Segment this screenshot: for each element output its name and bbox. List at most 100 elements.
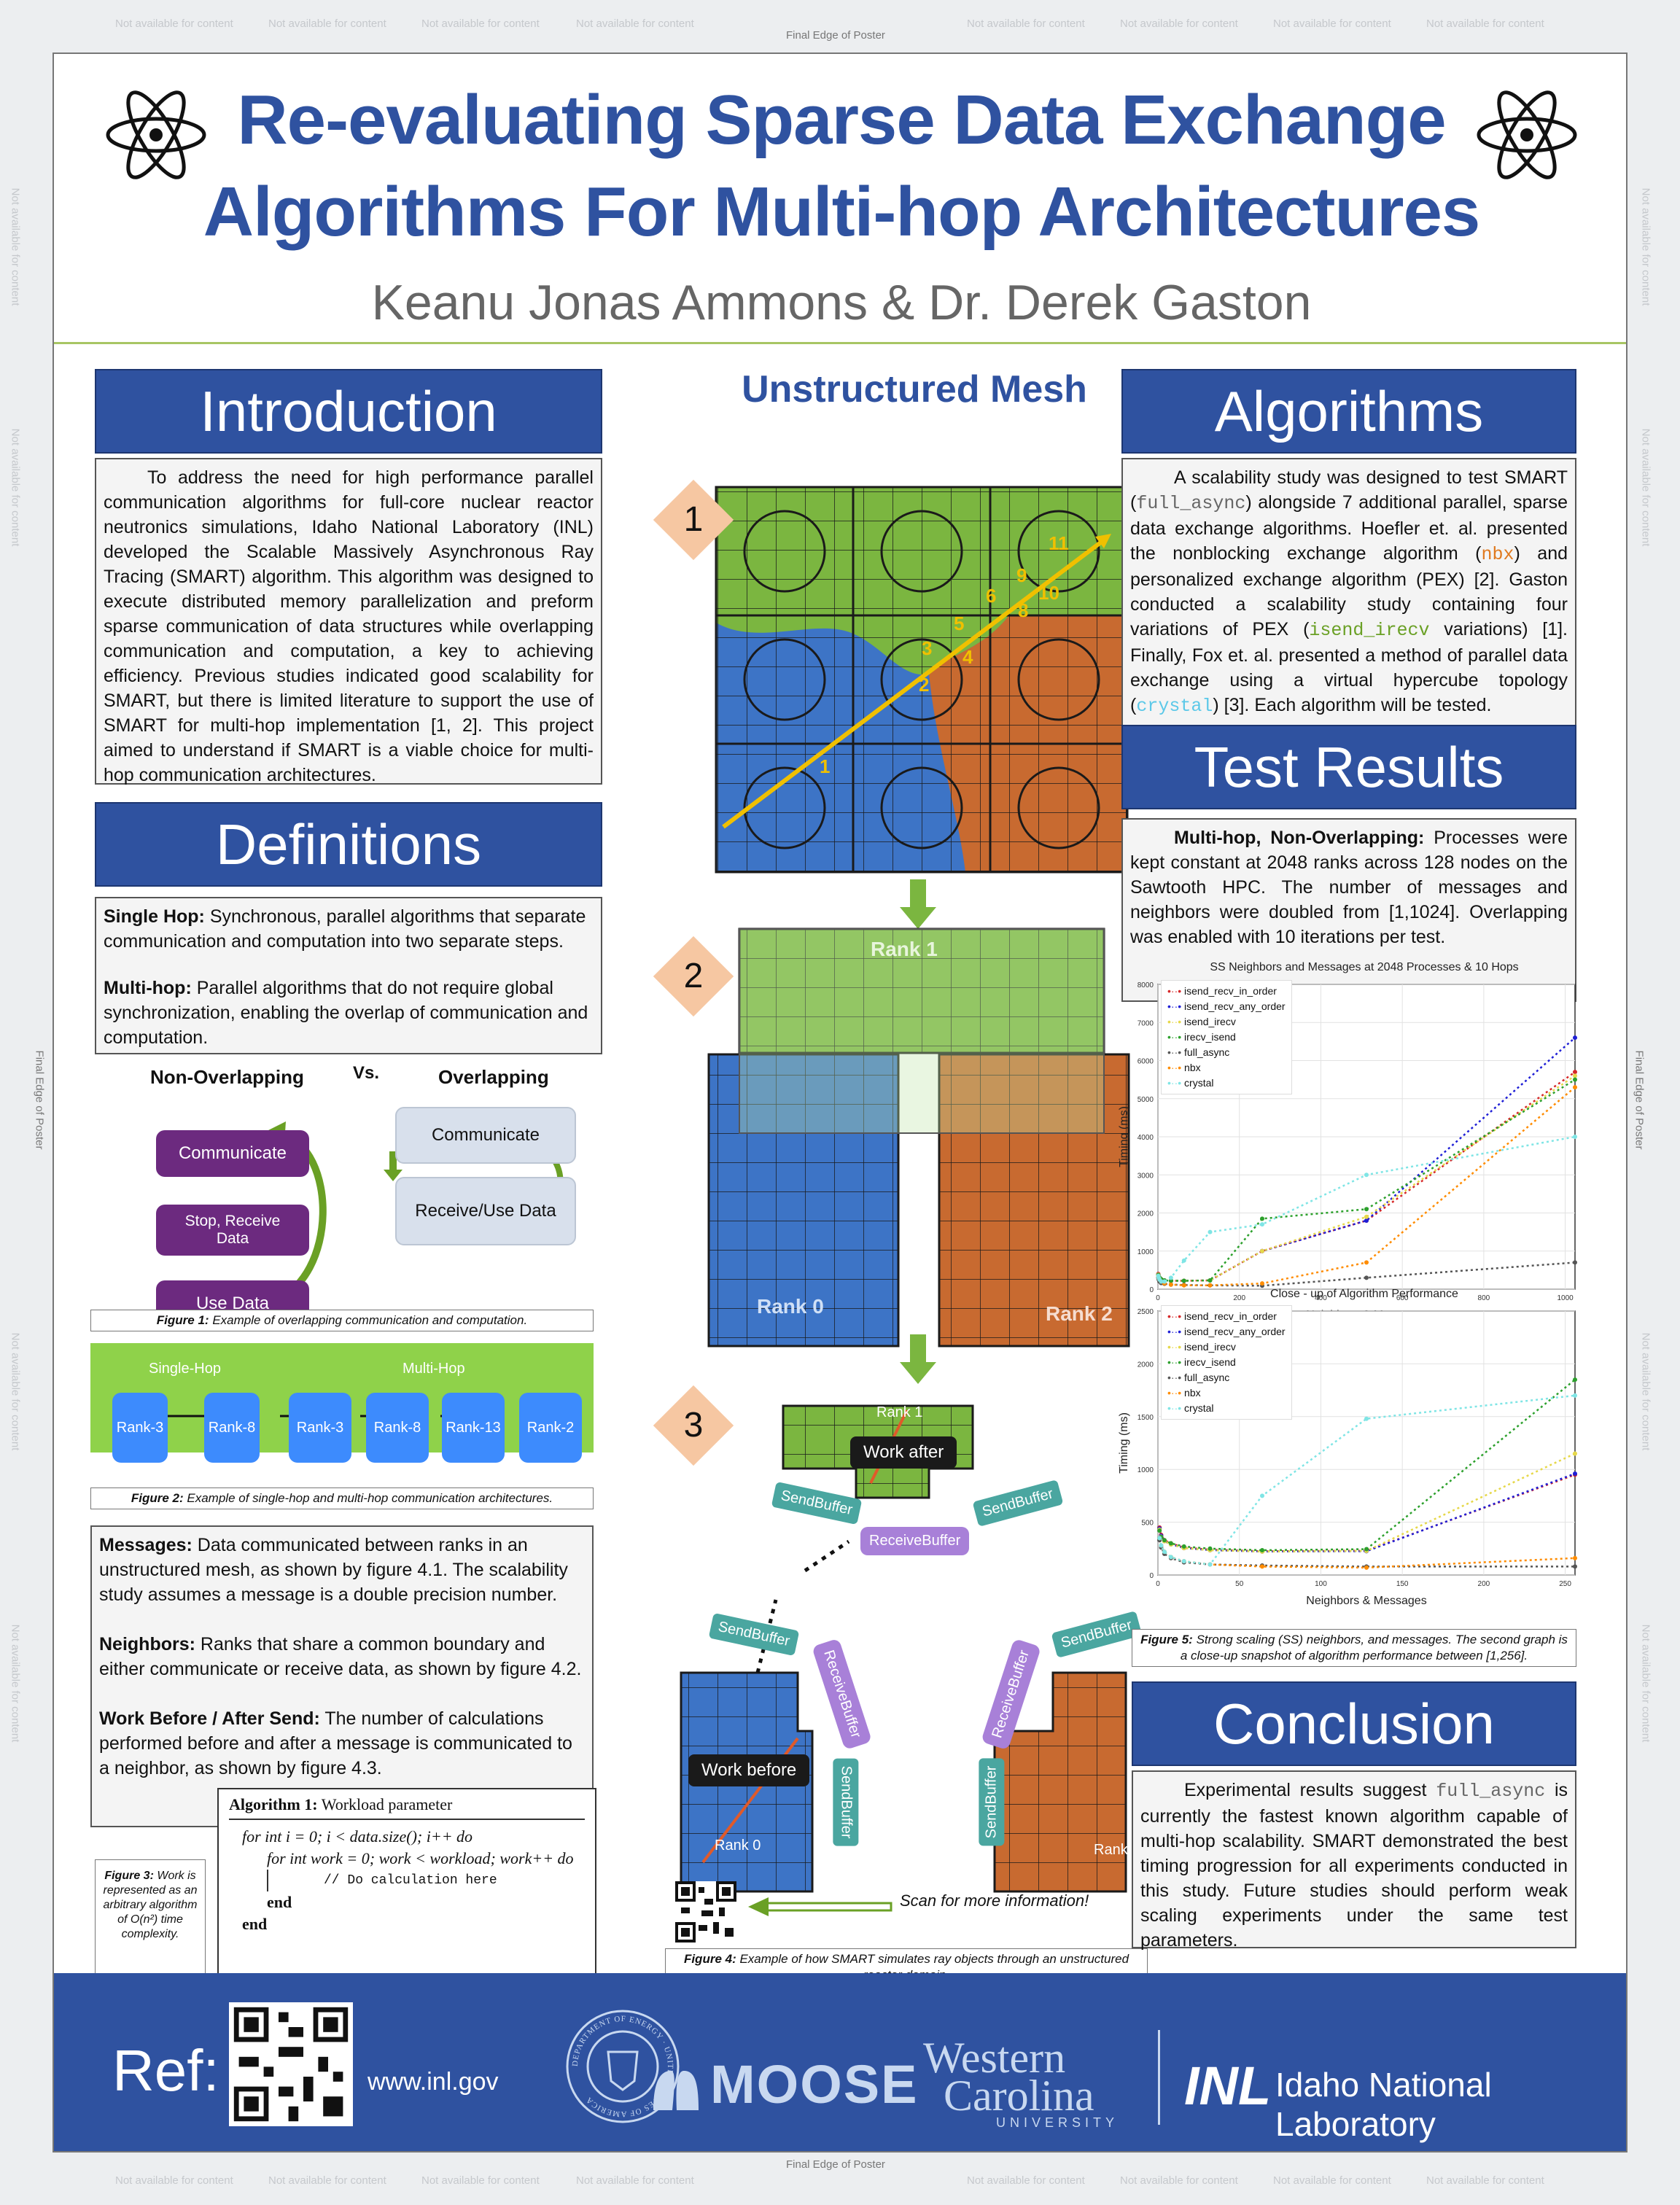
data-point-irecv_isend bbox=[1168, 1541, 1173, 1546]
series-line-irecv_isend bbox=[1157, 1078, 1576, 1282]
algorithm-label: Algorithm 1: bbox=[229, 1795, 318, 1813]
x-tick-label: 250 bbox=[1559, 1580, 1571, 1588]
communicate-box: Communicate bbox=[156, 1130, 309, 1177]
edge-label-left: Final Edge of Poster bbox=[33, 1050, 46, 1150]
results-text: Processes were kept constant at 2048 ran… bbox=[1130, 828, 1568, 947]
single-rank-pill: Rank-8 bbox=[204, 1393, 260, 1463]
ray-number: 3 bbox=[922, 637, 933, 659]
data-point-isend_irecv bbox=[1364, 1214, 1369, 1219]
margin-notice: Not available for content bbox=[1273, 2174, 1391, 2187]
data-point-irecv_isend bbox=[1573, 1077, 1577, 1082]
data-point-irecv_isend bbox=[1157, 1528, 1162, 1533]
legend-label: isend_irecv bbox=[1184, 1016, 1236, 1027]
ray-number: 4 bbox=[962, 646, 973, 668]
introduction-header: Introduction bbox=[95, 369, 602, 454]
wcu-line3: UNIVERSITY bbox=[996, 2115, 1119, 2130]
caption-text: Example of overlapping communication and… bbox=[209, 1313, 528, 1327]
algorithm-line: for int i = 0; i < data.size(); i++ do bbox=[242, 1827, 473, 1846]
data-point-nbx bbox=[1364, 1565, 1369, 1570]
algorithm-line: end bbox=[242, 1915, 268, 1933]
legend-item: •··• crystal bbox=[1167, 1402, 1214, 1414]
y-tick-label: 1000 bbox=[1138, 1248, 1154, 1256]
poster-authors: Keanu Jonas Ammons & Dr. Derek Gaston bbox=[371, 275, 1312, 330]
single-hop-label: Single-Hop bbox=[149, 1361, 221, 1377]
neighbors-term: Neighbors: bbox=[99, 1634, 195, 1654]
algorithms-header: Algorithms bbox=[1121, 369, 1576, 454]
moose-logo-icon bbox=[653, 2071, 699, 2110]
code-crystal: crystal bbox=[1136, 696, 1213, 717]
margin-notice: Not available for content bbox=[9, 428, 22, 547]
margin-notice: Not available for content bbox=[967, 2174, 1085, 2187]
y-tick-label: 2500 bbox=[1138, 1308, 1154, 1316]
single-hop-text: Synchronous, parallel algorithms that se… bbox=[104, 906, 586, 952]
figure5-caption: Figure 5: Strong scaling (SS) neighbors,… bbox=[1132, 1629, 1576, 1667]
overlapping-label: Overlapping bbox=[438, 1066, 549, 1088]
step-number: 3 bbox=[683, 1406, 704, 1444]
legend-label: isend_recv_in_order bbox=[1184, 1310, 1277, 1322]
data-point-crystal bbox=[1162, 1549, 1167, 1555]
y-tick-label: 0 bbox=[1149, 1572, 1154, 1580]
x-tick-label: 100 bbox=[1315, 1580, 1327, 1588]
data-point-irecv_isend bbox=[1260, 1216, 1264, 1221]
y-tick-label: 6000 bbox=[1138, 1058, 1154, 1066]
atom-icon bbox=[1477, 90, 1577, 179]
data-point-crystal bbox=[1573, 1393, 1577, 1398]
rank0-label-step3: Rank 0 bbox=[715, 1838, 761, 1854]
ref-label: Ref: bbox=[112, 2038, 219, 2103]
data-point-crystal bbox=[1157, 1536, 1162, 1541]
text-run: ) [3]. Each algorithm will be tested. bbox=[1213, 695, 1492, 715]
non-overlapping-label: Non-Overlapping bbox=[150, 1066, 304, 1088]
messages-term: Messages: bbox=[99, 1535, 192, 1555]
conclusion-header: Conclusion bbox=[1132, 1681, 1576, 1766]
data-point-irecv_isend bbox=[1260, 1547, 1264, 1552]
legend-item: •··• nbx bbox=[1167, 1062, 1201, 1073]
data-point-isend_recv_any_order bbox=[1573, 1471, 1577, 1476]
data-point-crystal bbox=[1364, 1172, 1369, 1178]
ray-number: 2 bbox=[919, 674, 930, 696]
y-tick-label: 7000 bbox=[1138, 1019, 1154, 1027]
caption-label: Figure 2: bbox=[131, 1491, 184, 1505]
legend-label: crystal bbox=[1184, 1402, 1214, 1414]
data-point-isend_recv_any_order bbox=[1573, 1035, 1577, 1041]
atom-icon bbox=[106, 90, 206, 179]
legend-item: •··• full_async bbox=[1167, 1372, 1230, 1383]
algorithm-line: end bbox=[267, 1893, 292, 1911]
qr-code-icon bbox=[675, 1881, 736, 1942]
data-point-crystal bbox=[1168, 1275, 1173, 1280]
multi-rank-pill: Rank-2 bbox=[519, 1393, 582, 1463]
legend-item: •··• isend_recv_in_order bbox=[1167, 1310, 1277, 1322]
figure3-caption: Figure 3: Work is represented as an arbi… bbox=[95, 1859, 206, 1991]
edge-label-bottom: Final Edge of Poster bbox=[786, 2158, 885, 2171]
text-run: ) alongside 7 additional parallel, spars… bbox=[1130, 492, 1568, 564]
text-run: ) and personalized exchange algorithm (P… bbox=[1130, 543, 1568, 639]
y-tick-label: 5000 bbox=[1138, 1096, 1154, 1104]
legend-label: full_async bbox=[1184, 1372, 1230, 1383]
data-point-nbx bbox=[1168, 1282, 1173, 1287]
legend-item: •··• crystal bbox=[1167, 1077, 1214, 1089]
communicate-overlap-box: Communicate bbox=[395, 1107, 576, 1164]
chart1-title: SS Neighbors and Messages at 2048 Proces… bbox=[1210, 961, 1519, 973]
legend-item: •··• isend_irecv bbox=[1167, 1016, 1236, 1027]
introduction-text: To address the need for high performance… bbox=[95, 458, 602, 785]
figure2-caption: Figure 2: Example of single-hop and mult… bbox=[90, 1488, 594, 1509]
margin-notice: Not available for content bbox=[115, 2174, 233, 2187]
algorithm-line: // Do calculation here bbox=[267, 1870, 585, 1891]
multi-rank-pill: Rank-3 bbox=[289, 1393, 351, 1463]
y-tick-label: 8000 bbox=[1138, 981, 1154, 989]
work-before-label: Work before bbox=[688, 1754, 810, 1786]
x-tick-label: 150 bbox=[1396, 1580, 1409, 1588]
data-point-isend_irecv bbox=[1573, 1451, 1577, 1456]
poster: Re-evaluating Sparse Data Exchange Algor… bbox=[52, 52, 1628, 2152]
caption-label: Figure 5: bbox=[1140, 1633, 1193, 1646]
send-buffer: SendBuffer bbox=[833, 1758, 859, 1846]
data-point-nbx bbox=[1260, 1281, 1264, 1286]
x-tick-label: 200 bbox=[1233, 1294, 1245, 1302]
wcu-line1: Western bbox=[923, 2034, 1066, 2082]
ray-number: 11 bbox=[1049, 532, 1069, 554]
margin-notice: Not available for content bbox=[9, 187, 22, 306]
y-tick-label: 3000 bbox=[1138, 1172, 1154, 1180]
legend-label: nbx bbox=[1184, 1387, 1201, 1399]
inl-url-link[interactable]: www.inl.gov bbox=[368, 2068, 499, 2096]
data-point-nbx bbox=[1364, 1260, 1369, 1265]
margin-notice: Not available for content bbox=[1426, 18, 1544, 30]
